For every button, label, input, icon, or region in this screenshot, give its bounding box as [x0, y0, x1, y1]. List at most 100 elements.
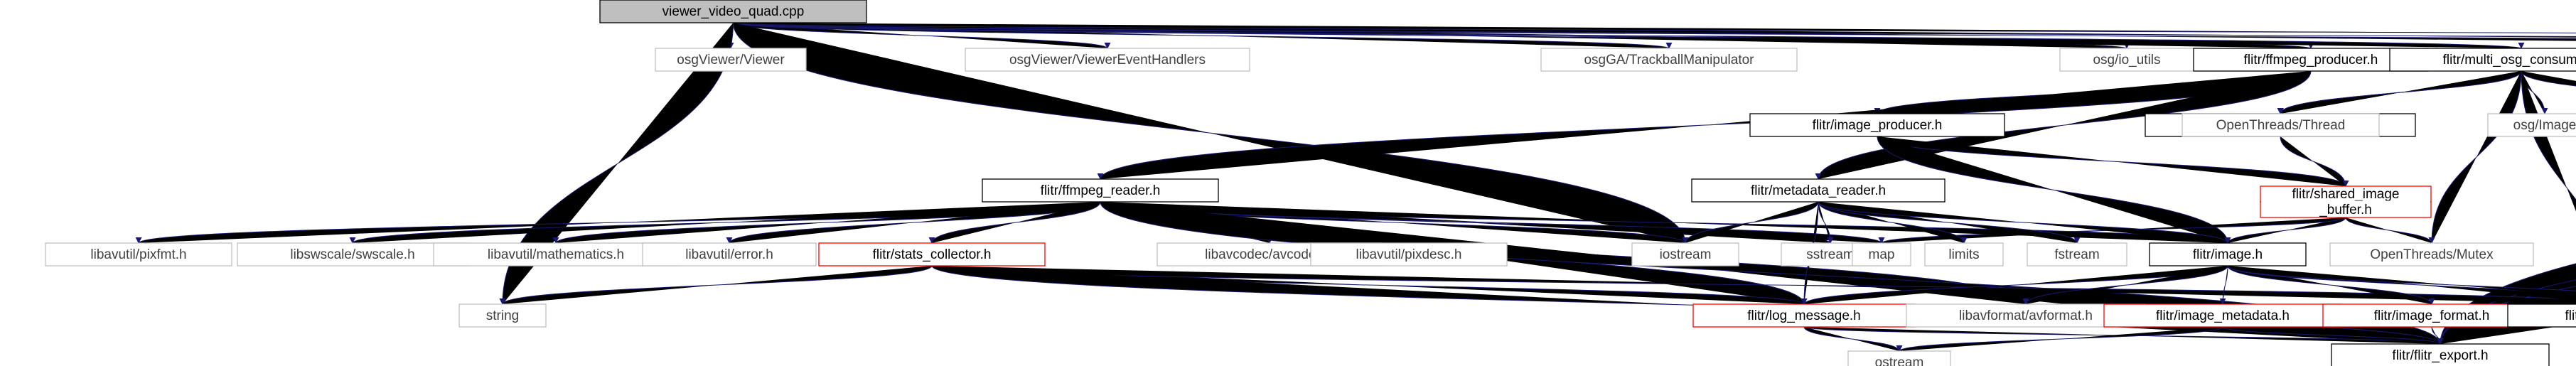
- edge-metadata_reader-to-sstream: [1818, 201, 1834, 244]
- node-label: ostream: [1875, 355, 1924, 366]
- node-ffmpeg-producer[interactable]: flitr/ffmpeg_producer.h: [2193, 48, 2429, 72]
- node-ot-thread: OpenThreads/Thread: [2181, 113, 2380, 137]
- node-box: [1847, 350, 1951, 366]
- node-iostream: iostream: [1631, 242, 1739, 267]
- node-label: OpenThreads/Thread: [2216, 118, 2346, 133]
- node-ffmpeg-reader[interactable]: flitr/ffmpeg_reader.h: [982, 178, 1219, 203]
- node-box: [2329, 242, 2534, 267]
- node-label: viewer_video_quad.cpp: [662, 4, 805, 19]
- edge-multi_osg-to-texrect: [2521, 70, 2576, 87]
- edge-image_metadata-to-ostream: [1896, 326, 2223, 352]
- node-root[interactable]: viewer_video_quad.cpp: [599, 0, 867, 23]
- node-io-utils: osg/io_utils: [2059, 48, 2194, 72]
- edge-multi_osg-to-ot_mutex: [2428, 70, 2522, 244]
- node-label: osgGA/TrackballManipulator: [1584, 53, 1754, 68]
- node-box: [655, 48, 807, 72]
- node-flitr-export[interactable]: flitr/flitr_export.h: [2331, 343, 2550, 366]
- node-box: [1691, 178, 1946, 203]
- node-image-format[interactable]: flitr/image_format.h: [2322, 303, 2541, 328]
- node-ot-mutex: OpenThreads/Mutex: [2329, 242, 2534, 267]
- node-mathematics: libavutil/mathematics.h: [433, 242, 679, 267]
- node-averror: libavutil/error.h: [642, 242, 817, 267]
- node-label: libswscale/swscale.h: [290, 247, 414, 262]
- node-box: [982, 178, 1219, 203]
- node-label: flitr/image_metadata.h: [2156, 308, 2290, 323]
- edge-multi_osg-to-ot_thread: [2277, 70, 2522, 114]
- edge-flitr_image-to-cstdlib: [2227, 265, 2576, 296]
- node-label: flitr/image_format.h: [2374, 308, 2490, 323]
- node-label: flitr/shared_image: [2292, 187, 2399, 202]
- node-label: libavutil/pixfmt.h: [90, 247, 186, 262]
- node-box: [433, 242, 679, 267]
- node-split-joiner: [2261, 200, 2430, 203]
- node-label: flitr/ffmpeg_producer.h: [2244, 53, 2378, 68]
- edge-ffmpeg_reader-to-averror: [726, 201, 1101, 244]
- node-box: [2507, 303, 2576, 328]
- node-box: [2181, 113, 2380, 137]
- node-label: flitr/image_producer.h: [1813, 118, 1943, 133]
- node-box: [1749, 113, 2005, 137]
- node-image-metadata[interactable]: flitr/image_metadata.h: [2103, 303, 2342, 328]
- node-metadata-reader[interactable]: flitr/metadata_reader.h: [1691, 178, 1946, 203]
- node-pixdesc: libavutil/pixdesc.h: [1310, 242, 1508, 267]
- node-box: [45, 242, 232, 267]
- node-label: fstream: [2054, 247, 2099, 262]
- node-label: _buffer.h: [2319, 203, 2372, 217]
- node-label: flitr/metadata_reader.h: [1751, 183, 1886, 198]
- node-string: string: [458, 303, 547, 328]
- node-label: flitr/image.h: [2193, 247, 2263, 262]
- node-ostream: ostream: [1847, 350, 1951, 366]
- node-map: map: [1852, 242, 1911, 267]
- node-box: [1310, 242, 1508, 267]
- node-stats[interactable]: flitr/stats_collector.h: [818, 242, 1046, 267]
- edge-shared2-to-ot_mutex: [2345, 217, 2435, 244]
- node-label: flitr/multi_osg_consumer.h: [2443, 53, 2576, 68]
- edge-ffmpeg_reader-to-stats: [928, 201, 1101, 244]
- node-box: [1924, 242, 2004, 267]
- node-multi-osg[interactable]: flitr/multi_osg_consumer.h: [2389, 48, 2576, 72]
- node-label: iostream: [1660, 247, 1712, 262]
- node-box: [458, 303, 547, 328]
- node-shared2[interactable]: _buffer.h: [2260, 201, 2432, 218]
- node-osg-image: osg/Image: [2487, 113, 2576, 137]
- node-label: sstream: [1806, 247, 1855, 262]
- node-flitr-image[interactable]: flitr/image.h: [2149, 242, 2307, 267]
- node-label: osg/Image: [2513, 118, 2576, 133]
- node-shared1[interactable]: flitr/shared_image: [2260, 185, 2432, 203]
- edge-ffmpeg_reader-to-swscale: [349, 201, 1101, 244]
- edge-multi_osg-to-flitr_config: [2521, 70, 2576, 212]
- edge-root-to-ortho1: [733, 22, 2576, 33]
- node-box: [1692, 303, 1916, 328]
- node-label: flitr/log_message.h: [1747, 308, 1860, 323]
- node-trackball: osgGA/TrackballManipulator: [1540, 48, 1798, 72]
- node-flitr-config[interactable]: flitr/flitr_config.h: [2507, 303, 2576, 328]
- node-box: [1631, 242, 1739, 267]
- node-label: libavutil/mathematics.h: [488, 247, 624, 262]
- node-box: [2027, 242, 2127, 267]
- node-box: [818, 242, 1046, 267]
- node-box: [965, 48, 1250, 72]
- node-box: [1852, 242, 1911, 267]
- dependency-edges: [135, 22, 2576, 352]
- node-label: flitr/stats_collector.h: [873, 247, 992, 262]
- node-label: OpenThreads/Mutex: [2370, 247, 2494, 262]
- node-box: [2331, 343, 2550, 366]
- node-box: [2059, 48, 2194, 72]
- edge-metadata_reader-to-iostream: [1682, 201, 1819, 244]
- node-fstream: fstream: [2027, 242, 2127, 267]
- edge-image_consumer-to-shared1: [2280, 136, 2349, 187]
- node-osgviewer-eh: osgViewer/ViewerEventHandlers: [965, 48, 1250, 72]
- edge-image_metadata-to-flitr_export: [2222, 326, 2444, 345]
- node-image-producer[interactable]: flitr/image_producer.h: [1749, 113, 2005, 137]
- node-log-message[interactable]: flitr/log_message.h: [1692, 303, 1916, 328]
- node-box: [1540, 48, 1798, 72]
- node-box: [2487, 113, 2576, 137]
- node-box: [237, 242, 468, 267]
- node-label: map: [1869, 247, 1895, 262]
- node-label: libavcodec/avcodec.h: [1205, 247, 1334, 262]
- edge-image_producer-to-flitr_image: [1877, 136, 2231, 244]
- node-box: [2322, 303, 2541, 328]
- node-label: flitr/ffmpeg_reader.h: [1041, 183, 1161, 198]
